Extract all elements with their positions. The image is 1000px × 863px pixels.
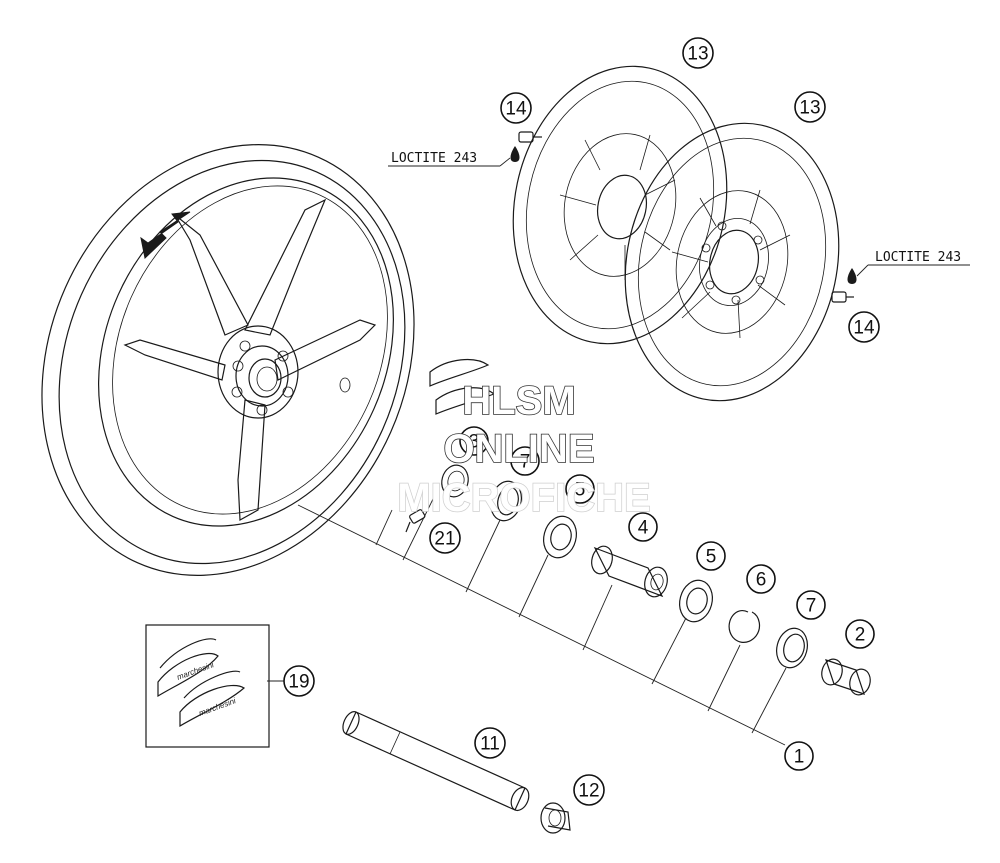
- callout-7-right-label: 7: [806, 596, 817, 617]
- callout-1: 1: [784, 741, 814, 771]
- callout-4-label: 4: [638, 518, 649, 539]
- callout-13-right-label: 13: [799, 98, 820, 119]
- callout-3: 3: [459, 426, 489, 456]
- callout-13-left-label: 13: [687, 44, 708, 65]
- callout-5-right-label: 5: [706, 547, 717, 568]
- part-4-spacer: [591, 545, 668, 598]
- wheel-spokes: [123, 198, 377, 521]
- callout-5-left: 5: [565, 474, 595, 504]
- callout-13-right: 13: [794, 91, 826, 123]
- callout-5-right: 5: [696, 541, 726, 571]
- disc-bolt-right: [831, 291, 854, 303]
- part-5-bearing-right: [679, 579, 713, 623]
- part-3-seal: [441, 464, 469, 498]
- rim-decal-strip: [429, 359, 496, 415]
- callout-2-label: 2: [855, 625, 866, 646]
- callout-14-right-label: 14: [853, 318, 875, 339]
- callout-13-left: 13: [682, 37, 714, 69]
- loctite-drop-icon-left: [510, 146, 520, 162]
- loctite-drop-icon-right: [847, 268, 857, 284]
- part-12-axle-nut: [540, 802, 571, 834]
- callout-4: 4: [628, 512, 658, 542]
- callout-7-left: 7: [510, 446, 540, 476]
- callout-3-label: 3: [469, 432, 480, 453]
- part-19-decal-set: marchesini marchesini: [145, 624, 270, 748]
- callout-21: 21: [429, 522, 461, 554]
- callout-1-label: 1: [794, 747, 805, 768]
- callout-14-left-label: 14: [505, 99, 527, 120]
- decal-brand-text-1: marchesini: [176, 660, 216, 682]
- callout-19: 19: [283, 665, 315, 697]
- callout-14-left: 14: [500, 92, 532, 124]
- part-6-circlip: [728, 610, 761, 643]
- callout-2: 2: [845, 619, 875, 649]
- leader-lines: [267, 157, 970, 746]
- callout-12-label: 12: [578, 781, 599, 802]
- callout-14-right: 14: [848, 311, 880, 343]
- callout-19-label: 19: [288, 672, 309, 693]
- part-7-seal-right: [776, 627, 808, 669]
- watermark-line1: HLSM: [462, 379, 575, 423]
- callout-11-label: 11: [480, 734, 500, 755]
- loctite-note-right: LOCTITE 243: [875, 250, 961, 265]
- part-21-fitting: [405, 509, 426, 533]
- disc-bolt-left: [518, 131, 542, 143]
- part-7-seal-left: [490, 480, 522, 522]
- wheel-rim: [41, 144, 415, 576]
- callout-6-label: 6: [756, 570, 767, 591]
- part-11-axle: [342, 711, 530, 812]
- callout-6: 6: [746, 564, 776, 594]
- brake-disc-rear: [512, 65, 728, 345]
- wheel-hub: [217, 325, 299, 419]
- rotation-arrow-icon: [140, 211, 191, 259]
- watermark-line2: ONLINE: [443, 427, 594, 471]
- part-2-bushing: [821, 658, 871, 696]
- callout-12: 12: [573, 774, 605, 806]
- watermark-line3: MICROFICHE: [397, 476, 650, 520]
- decal-brand-text-2: marchesini: [198, 696, 238, 718]
- callout-11: 11: [474, 727, 506, 759]
- brake-disc-front: [624, 122, 840, 402]
- callout-5-left-label: 5: [575, 480, 586, 501]
- callout-21-label: 21: [434, 529, 455, 550]
- part-5-bearing-left: [543, 515, 577, 559]
- callout-7-right: 7: [796, 590, 826, 620]
- callout-7-left-label: 7: [520, 452, 531, 473]
- loctite-note-left: LOCTITE 243: [391, 151, 477, 166]
